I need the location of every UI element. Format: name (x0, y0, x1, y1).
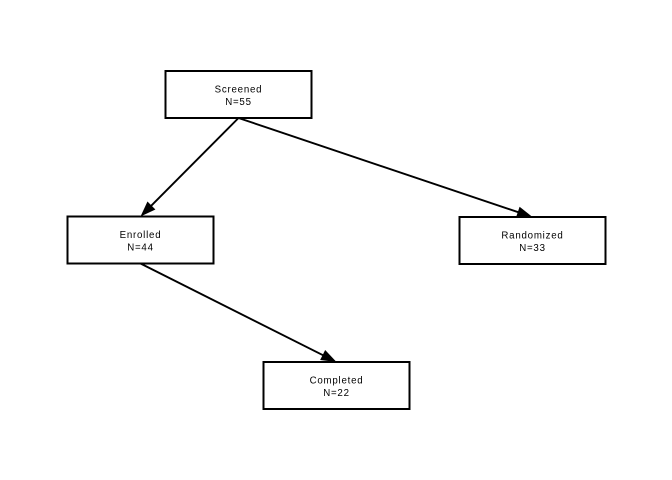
node-randomized-box (458, 216, 607, 265)
node-completed-box (262, 361, 411, 410)
edge-screened-to-enrolled (149, 117, 240, 208)
arrowhead-enrolled-to-completed (320, 350, 337, 362)
arrowhead-screened-to-randomized (516, 206, 533, 218)
edge-screened-to-randomized (238, 117, 521, 214)
edge-enrolled-to-completed (140, 262, 325, 357)
arrowhead-screened-to-enrolled (140, 201, 156, 217)
node-randomized-count: N=33 (519, 243, 546, 254)
node-enrolled-box (66, 215, 215, 265)
node-completed-label: Completed (310, 376, 364, 387)
node-screened-label: Screened (215, 85, 263, 96)
node-screened-box (164, 70, 313, 119)
node-randomized-label: Randomized (501, 231, 563, 242)
node-screened-count: N=55 (225, 97, 252, 108)
node-completed-count: N=22 (323, 388, 350, 399)
node-enrolled-count: N=44 (127, 243, 154, 254)
node-enrolled-label: Enrolled (120, 230, 162, 241)
